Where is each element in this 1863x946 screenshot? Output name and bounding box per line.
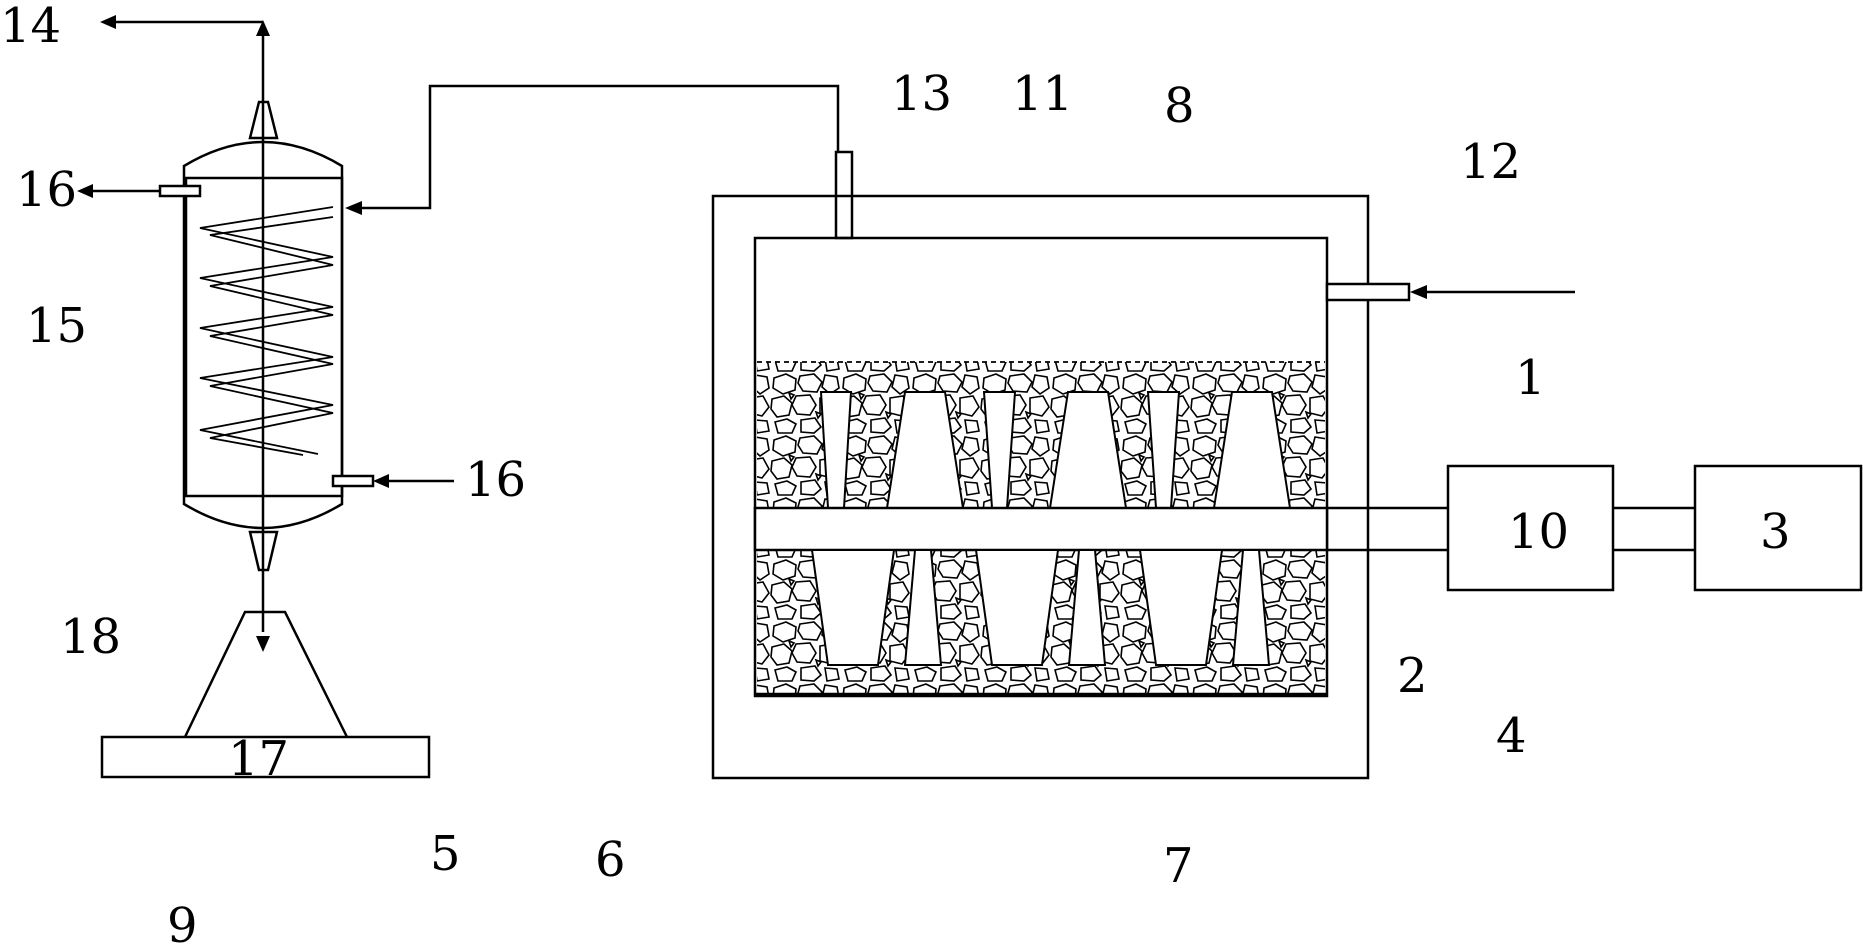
up-arrow-head [256, 20, 270, 36]
collector-base [100, 735, 431, 779]
drive-shaft [753, 506, 1329, 552]
left-arrow-head [373, 474, 389, 488]
down-arrow-head [256, 636, 270, 652]
label-12: 12 [1460, 134, 1521, 190]
left-arrow-head [345, 201, 362, 215]
coolant-flow [77, 184, 454, 488]
left-arrow-head [1410, 285, 1427, 299]
vapor-pipe [345, 84, 854, 240]
lower-cone [974, 549, 1060, 666]
label-16-bottom: 16 [465, 452, 526, 508]
condenser-shell [182, 140, 344, 530]
drive-train [1327, 464, 1863, 592]
feed-inlet-nozzle [1325, 282, 1411, 302]
reactor [711, 194, 1575, 780]
label-3: 3 [1760, 504, 1791, 560]
coolant-outlet-port [158, 184, 202, 198]
label-16-top: 16 [16, 162, 77, 218]
collector-funnel [183, 610, 349, 738]
label-14: 14 [0, 0, 61, 54]
lower-cone [903, 549, 943, 666]
reactor-outer-wall [711, 194, 1370, 780]
label-4: 4 [1496, 708, 1527, 764]
reactor-inner-chamber [753, 236, 1329, 698]
label-8: 8 [1164, 78, 1195, 134]
left-arrow-head [77, 184, 93, 198]
lower-cone [1067, 549, 1107, 666]
label-13: 13 [891, 66, 952, 122]
label-9: 9 [167, 898, 198, 946]
heating-coil [199, 206, 334, 455]
liquid-outlet [256, 636, 270, 652]
label-15: 15 [26, 298, 87, 354]
label-18: 18 [60, 609, 121, 665]
motor-3 [1693, 464, 1863, 592]
lower-cone [1231, 549, 1271, 666]
heating-coil-inner [209, 216, 334, 456]
label-2: 2 [1397, 648, 1428, 704]
label-17: 17 [228, 731, 289, 787]
label-5: 5 [430, 826, 461, 882]
condenser-column [158, 100, 375, 632]
left-arrow-head [100, 15, 116, 29]
gearbox-10 [1446, 464, 1615, 592]
coolant-inlet-port [331, 474, 375, 488]
lower-cone [1138, 549, 1224, 666]
label-6: 6 [595, 832, 626, 888]
collector [100, 610, 431, 779]
vapor-outlet [100, 15, 270, 102]
label-10: 10 [1508, 504, 1569, 560]
label-11: 11 [1012, 66, 1073, 122]
label-7: 7 [1163, 838, 1194, 894]
label-1: 1 [1515, 350, 1546, 406]
lower-cone [810, 549, 896, 666]
